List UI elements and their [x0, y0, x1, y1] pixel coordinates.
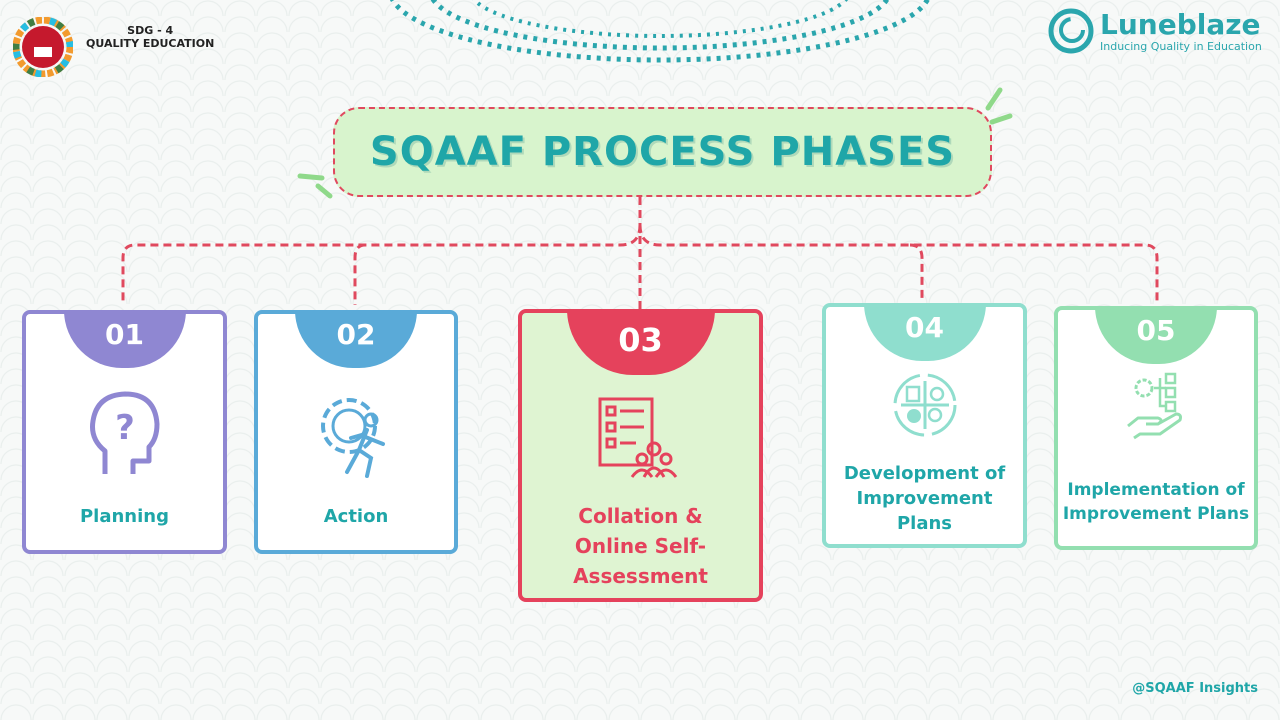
gear-runner-icon	[321, 398, 385, 478]
phase-number: 05	[1095, 310, 1217, 364]
title-box: SQAAF PROCESS PHASES	[333, 107, 992, 197]
hand-gear-icon	[1127, 372, 1182, 440]
sdg-label: SDG - 4 QUALITY EDUCATION	[86, 24, 214, 50]
checklist-group-icon	[598, 397, 677, 478]
phase-card-implementation: 05 Implementation of Improvement Plans	[1054, 306, 1258, 550]
cycle-plan-icon	[893, 373, 956, 437]
phase-label: Action	[323, 506, 389, 527]
page-title: SQAAF PROCESS PHASES	[369, 129, 956, 175]
head-question-icon: ?	[89, 391, 159, 474]
phase-label: Development of Improvement Plans	[843, 463, 1006, 534]
phase-number: 03	[566, 313, 715, 375]
brand-tagline: Inducing Quality in Education	[1100, 39, 1262, 53]
phase-card-development: 04 Development of Improvement Plans	[822, 303, 1027, 548]
phase-label: Implementation of Improvement Plans	[1062, 480, 1250, 524]
svg-text:?: ?	[115, 408, 135, 448]
luneblaze-swirl-icon	[1048, 8, 1094, 54]
phase-number: 02	[295, 314, 417, 368]
phase-label: Planning	[79, 506, 169, 527]
sdg-logo	[13, 17, 73, 77]
dot-pattern-decoration	[389, 0, 931, 63]
phase-number: 01	[63, 314, 186, 368]
sdg-goal: QUALITY EDUCATION	[86, 37, 215, 50]
sdg-number: SDG - 4	[127, 24, 174, 37]
phase-number: 04	[863, 307, 986, 361]
brand-name: Luneblaze	[1100, 7, 1261, 41]
brand-logo: Luneblaze Inducing Quality in Education	[1048, 8, 1262, 54]
phase-label: Collation & Online Self-Assessment	[573, 504, 708, 588]
phase-card-collation: 03 Collation & Online Self-Assessment	[518, 309, 763, 602]
phase-card-planning: 01 ? Planning	[22, 310, 227, 554]
phase-card-action: 02 Action	[254, 310, 458, 554]
footer-handle: @SQAAF Insights	[1132, 681, 1258, 696]
